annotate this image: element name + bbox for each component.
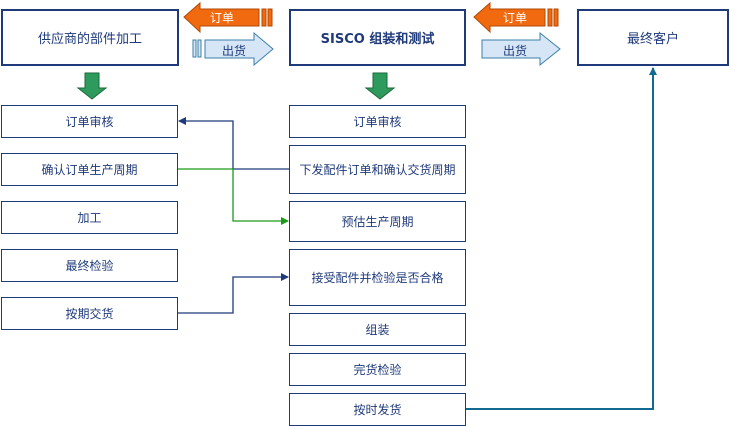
customer-header-label: 最终客户 [626, 32, 679, 47]
connector-parts-order-to-supplier-review [178, 117, 289, 170]
connector-ship-to-customer [466, 67, 657, 410]
down-arrow-sisco [364, 72, 396, 100]
supplier-header-box: 供应商的部件加工 [1, 9, 179, 66]
supplier-header-label: 供应商的部件加工 [37, 32, 142, 47]
sisco-step-finished-inspection: 完货检验 [289, 353, 466, 386]
sisco-step-estimate-cycle: 预估生产周期 [289, 201, 466, 242]
ship-arrow-sisco [481, 31, 561, 67]
step-label: 预估生产周期 [341, 215, 414, 229]
sisco-step-receive-inspect-parts: 接受配件并检验是否合格 [289, 249, 466, 306]
supplier-step-order-review: 订单审核 [1, 105, 178, 138]
step-label: 最终检验 [65, 259, 114, 273]
step-label: 订单审核 [353, 115, 402, 129]
step-label: 接受配件并检验是否合格 [311, 271, 444, 285]
step-label: 订单审核 [65, 115, 114, 129]
sisco-step-ship-on-time: 按时发货 [289, 393, 466, 426]
sisco-step-assembly: 组装 [289, 313, 466, 346]
ship-label-sisco: 出货 [503, 44, 528, 58]
connector-confirm-cycle-to-estimate [178, 168, 289, 225]
supplier-step-final-inspection: 最终检验 [1, 249, 178, 282]
customer-header-box: 最终客户 [577, 9, 729, 66]
supplier-step-on-time-delivery: 按期交货 [1, 297, 178, 330]
connector-delivery-to-receive [178, 273, 289, 314]
step-label: 按时发货 [353, 403, 402, 417]
supplier-step-confirm-cycle: 确认订单生产周期 [1, 153, 178, 186]
ship-arrow-supplier [192, 31, 274, 67]
order-label-supplier: 订单 [210, 11, 235, 25]
sisco-header-label: SISCO 组装和测试 [320, 32, 435, 47]
order-label-sisco: 订单 [503, 11, 528, 25]
step-label: 完货检验 [353, 363, 402, 377]
sisco-step-issue-parts-order: 下发配件订单和确认交货周期 [289, 145, 466, 194]
supplier-step-processing: 加工 [1, 201, 178, 234]
sisco-header-box: SISCO 组装和测试 [289, 9, 466, 66]
step-label: 组装 [365, 323, 390, 337]
sisco-step-order-review: 订单审核 [289, 105, 466, 138]
down-arrow-supplier [76, 72, 108, 100]
step-label: 确认订单生产周期 [41, 163, 138, 177]
ship-label-supplier: 出货 [222, 44, 247, 58]
order-arrow-supplier [183, 1, 273, 34]
step-label: 加工 [77, 211, 102, 225]
step-label: 下发配件订单和确认交货周期 [299, 163, 456, 177]
order-arrow-sisco [473, 1, 559, 34]
step-label: 按期交货 [65, 307, 114, 321]
